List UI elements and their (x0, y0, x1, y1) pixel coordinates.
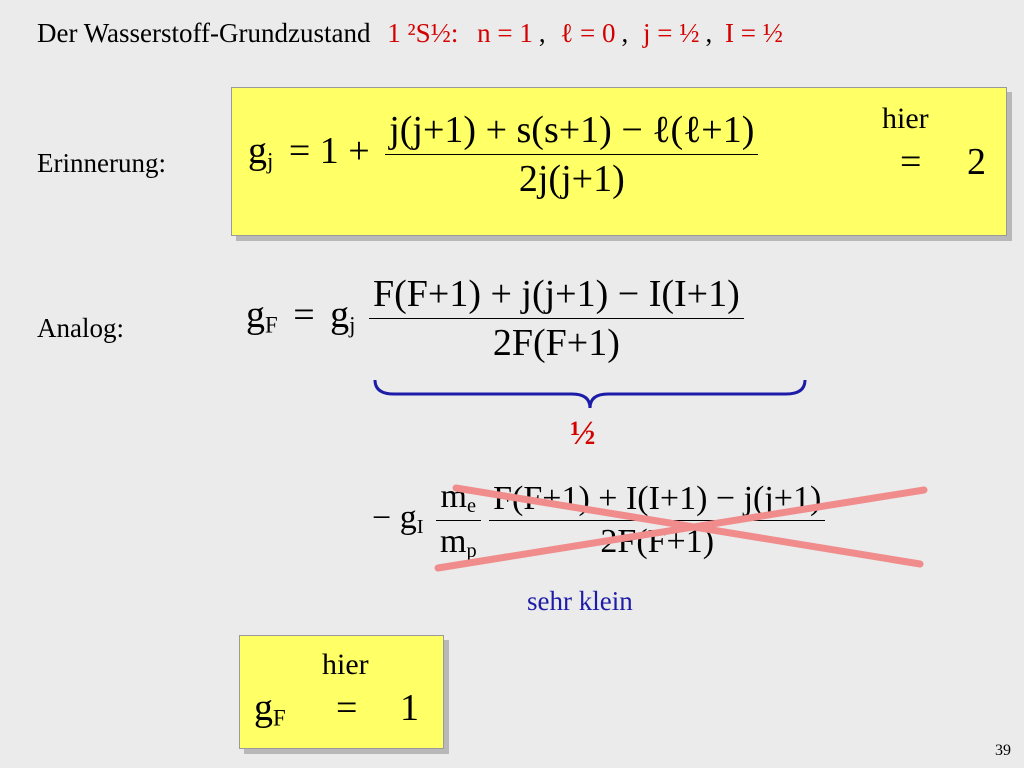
gj-formula: gj = 1 + j(j+1) + s(s+1) − ℓ(ℓ+1) 2j(j+1… (248, 108, 759, 201)
equals-one-plus: = 1 + (288, 130, 370, 173)
sehr-klein-note: sehr klein (527, 586, 633, 616)
cross-out-mark (434, 484, 928, 572)
gj-result: 2 (967, 141, 986, 183)
electron-mass: me (435, 478, 481, 522)
result-equals: = (336, 687, 358, 729)
separator: , (621, 18, 629, 48)
quantum-number-l: ℓ = 0 (560, 18, 616, 48)
reminder-formula-box: gj = 1 + j(j+1) + s(s+1) − ℓ(ℓ+1) 2j(j+1… (231, 87, 1007, 236)
separator: , (538, 18, 546, 48)
gj-factor: gj (330, 294, 356, 338)
nuclear-numerator: F(F+1) + I(I+1) − j(j+1) (489, 480, 826, 522)
term-symbol: 1 ²S½: (387, 18, 459, 48)
title-text: Der Wasserstoff-Grundzustand (37, 18, 371, 48)
gj-numerator: j(j+1) + s(s+1) − ℓ(ℓ+1) (385, 108, 759, 155)
gf-denominator: 2F(F+1) (492, 322, 620, 364)
hier-equals: = (900, 141, 922, 183)
result-box: hier gF = 1 (239, 635, 444, 749)
brace-value: ½ (570, 415, 596, 452)
gf-symbol: gF (246, 294, 278, 338)
minus-sign: − (372, 499, 392, 537)
equals-sign: = (293, 294, 315, 337)
mass-ratio: me mp (435, 478, 481, 563)
gf-symbol: gF (254, 687, 286, 731)
quantum-number-j: j = ½ (643, 18, 700, 48)
gj-denominator: 2j(j+1) (518, 158, 625, 200)
page-number: 39 (995, 742, 1011, 759)
nuclear-fraction: F(F+1) + I(I+1) − j(j+1) 2F(F+1) (489, 480, 826, 561)
quantum-number-I: I = ½ (725, 18, 783, 48)
slide-title: Der Wasserstoff-Grundzustand 1 ²S½: n = … (37, 18, 783, 49)
gj-fraction: j(j+1) + s(s+1) − ℓ(ℓ+1) 2j(j+1) (385, 108, 759, 201)
proton-mass: mp (439, 523, 477, 563)
gf-fraction: F(F+1) + j(j+1) − I(I+1) 2F(F+1) (368, 272, 744, 365)
gI-symbol: gI (399, 499, 424, 539)
gf-numerator: F(F+1) + j(j+1) − I(I+1) (368, 272, 744, 319)
gf-formula: gF = gj F(F+1) + j(j+1) − I(I+1) 2F(F+1) (246, 272, 744, 365)
quantum-number-n: n = 1 (477, 18, 533, 48)
hier-label: hier (882, 102, 929, 135)
gj-symbol: gj (248, 130, 274, 174)
hier-label: hier (322, 648, 369, 681)
separator: , (705, 18, 713, 48)
gf-result: 1 (400, 687, 419, 729)
underbrace (373, 379, 807, 409)
reminder-label: Erinnerung: (37, 148, 166, 178)
nuclear-term: − gI me mp F(F+1) + I(I+1) − j(j+1) 2F(F… (372, 478, 826, 563)
analog-label: Analog: (37, 313, 124, 343)
